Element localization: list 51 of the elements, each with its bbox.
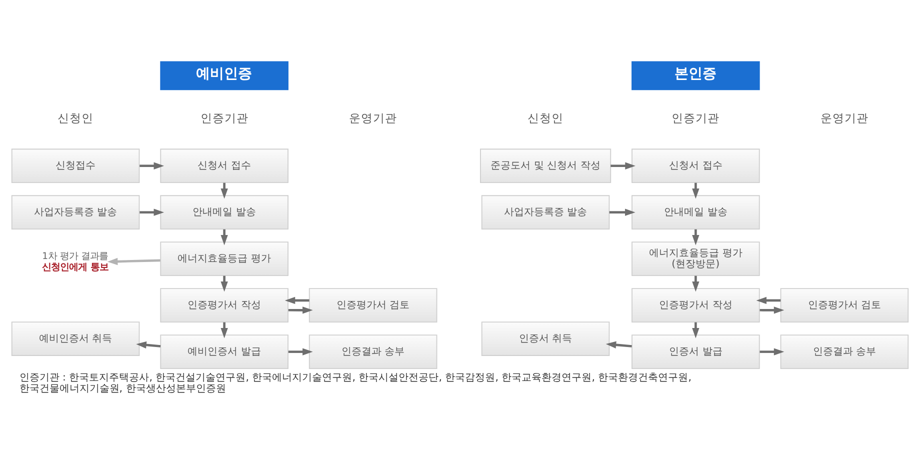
node-box: 안내메일 발송 [632, 195, 760, 230]
arrow [220, 276, 228, 292]
node-text: 1차 평가 결과를 신청인에게 통보 [42, 250, 108, 273]
node-box: 인증평가서 작성 [632, 288, 760, 322]
arrow [288, 306, 313, 314]
arrow [107, 258, 160, 266]
node-box: 인증평가서 검토 [780, 288, 909, 322]
node-box: 인증서 발급 [632, 334, 760, 369]
arrow [284, 296, 310, 304]
arrow [288, 348, 313, 356]
arrow [760, 348, 784, 356]
arrow [220, 182, 228, 199]
node-box: 인증결과 송부 [308, 334, 438, 369]
node-box: 신청서 접수 [632, 148, 760, 184]
arrow [692, 276, 700, 292]
label: 운영기관 [349, 111, 398, 126]
arrow [610, 162, 636, 170]
arrow [220, 322, 228, 338]
node-box: 신청서 접수 [160, 148, 288, 184]
arrow [692, 229, 700, 246]
arrow [140, 162, 164, 170]
node-box: 안내메일 발송 [160, 195, 288, 230]
node-box: 사업자등록증 발송 [481, 195, 610, 230]
arrow [140, 208, 164, 216]
node-box: 인증평가서 작성 [160, 288, 288, 322]
node-box: 예비인증서 취득 [11, 322, 140, 356]
node-box: 인증서 취득 [481, 322, 610, 356]
label: 인증기관 [200, 111, 248, 126]
node-box: 예비인증서 발급 [160, 334, 288, 369]
label: 신청인 [528, 111, 564, 126]
node-box: 인증결과 송부 [780, 334, 909, 369]
arrow [756, 296, 781, 304]
node-box: 에너지효율등급 평가 (현장방문) [632, 242, 760, 276]
arrow [220, 229, 228, 246]
arrow [692, 322, 700, 338]
arrow [692, 182, 700, 199]
label: 인증기관 [672, 111, 720, 126]
node-box: 인증평가서 검토 [308, 288, 438, 322]
node-box: 예비인증 [160, 61, 288, 90]
node-box: 에너지효율등급 평가 [160, 242, 288, 276]
arrow [760, 306, 784, 314]
arrow [136, 341, 161, 349]
label: 신청인 [58, 111, 94, 126]
arrow [606, 341, 632, 348]
node-box: 준공도서 및 신청서 작성 [480, 148, 612, 184]
arrow [609, 208, 636, 216]
label: 운영기관 [820, 111, 868, 126]
caption: 인증기관 : 한국토지주택공사, 한국건설기술연구원, 한국에너지기술연구원, 한국시설안전공단, 한국감정원, 한국교육환경연구원, 한국환경건축연구원, 한국건물에너지기술원, 한국생산성본부인증원 [19, 372, 692, 395]
node-box: 신청접수 [11, 148, 140, 184]
node-box: 사업자등록증 발송 [11, 195, 140, 230]
node-box: 본인증 [632, 61, 760, 90]
